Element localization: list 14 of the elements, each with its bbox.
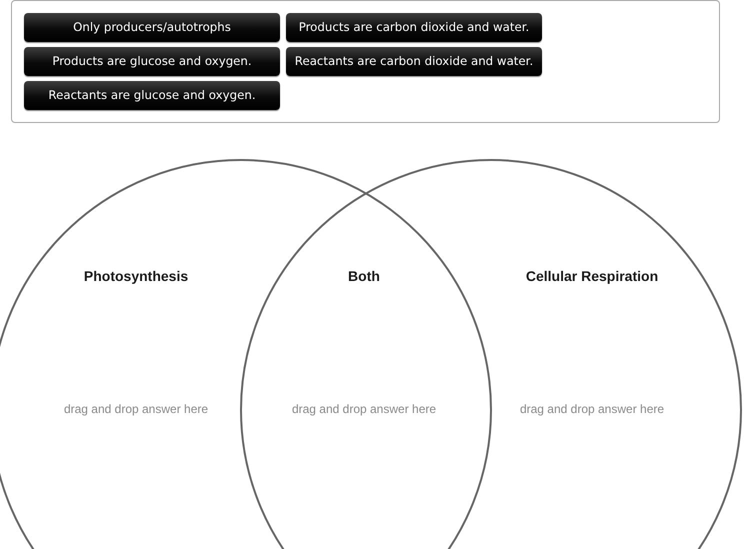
answer-bank-panel <box>11 0 720 123</box>
venn-circle <box>0 159 492 549</box>
region-heading: Cellular Respiration <box>526 268 658 284</box>
venn-circle <box>240 159 742 549</box>
drop-zone: drag and drop answer here <box>64 402 208 416</box>
answer-tile: Reactants are carbon dioxide and water. <box>286 47 542 76</box>
answer-tile: Products are glucose and oxygen. <box>24 47 280 76</box>
answer-tile: Only producers/autotrophs <box>24 13 280 42</box>
answer-tile: Reactants are glucose and oxygen. <box>24 81 280 110</box>
drop-zone: drag and drop answer here <box>292 402 436 416</box>
region-heading: Photosynthesis <box>84 268 188 284</box>
drop-zone: drag and drop answer here <box>520 402 664 416</box>
region-heading: Both <box>348 268 380 284</box>
answer-tile: Products are carbon dioxide and water. <box>286 13 542 42</box>
